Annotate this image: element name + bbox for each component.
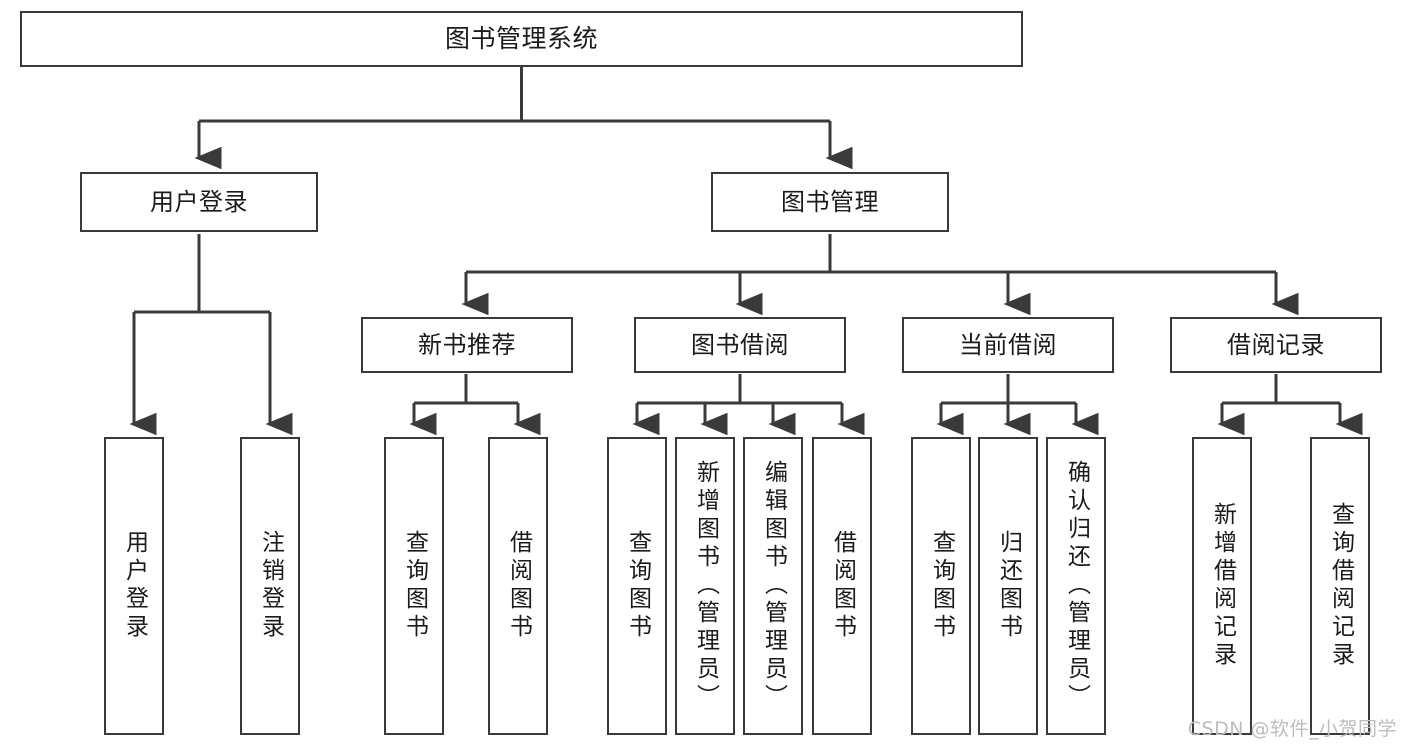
node-leaf-query-book-borrow[interactable]: 查询图书 [607, 437, 667, 735]
node-leaf-query-book-recommend[interactable]: 查询图书 [384, 437, 444, 735]
node-label: 确认归还（管理员） [1063, 460, 1090, 712]
node-label: 图书管理 [781, 188, 879, 216]
node-label: 借阅图书 [505, 530, 532, 642]
node-label: 借阅图书 [829, 530, 856, 642]
node-leaf-user-login[interactable]: 用户登录 [104, 437, 164, 735]
node-current-borrow[interactable]: 当前借阅 [902, 317, 1114, 373]
node-label: 图书借阅 [691, 331, 789, 359]
node-user-login[interactable]: 用户登录 [80, 172, 318, 232]
node-leaf-query-book-current[interactable]: 查询图书 [911, 437, 971, 735]
node-label: 当前借阅 [959, 331, 1057, 359]
node-leaf-borrow-book-recommend[interactable]: 借阅图书 [488, 437, 548, 735]
node-label: 归还图书 [995, 530, 1022, 642]
node-label: 新增借阅记录 [1209, 502, 1236, 670]
node-label: 编辑图书（管理员） [760, 460, 787, 712]
node-book-management[interactable]: 图书管理 [711, 172, 949, 232]
node-label: 查询图书 [401, 530, 428, 642]
node-leaf-borrow-book[interactable]: 借阅图书 [812, 437, 872, 735]
node-leaf-confirm-return[interactable]: 确认归还（管理员） [1046, 437, 1106, 735]
node-borrow-record[interactable]: 借阅记录 [1170, 317, 1382, 373]
node-label: 新书推荐 [418, 331, 516, 359]
node-label: 图书管理系统 [444, 24, 598, 54]
node-leaf-edit-book[interactable]: 编辑图书（管理员） [743, 437, 803, 735]
node-label: 查询图书 [928, 530, 955, 642]
node-label: 用户登录 [121, 530, 148, 642]
node-new-book-recommend[interactable]: 新书推荐 [361, 317, 573, 373]
node-label: 借阅记录 [1227, 331, 1325, 359]
node-label: 查询图书 [624, 530, 651, 642]
node-leaf-return-book[interactable]: 归还图书 [978, 437, 1038, 735]
node-leaf-logout[interactable]: 注销登录 [240, 437, 300, 735]
node-label: 新增图书（管理员） [692, 460, 719, 712]
node-leaf-query-borrow-record[interactable]: 查询借阅记录 [1310, 437, 1370, 735]
node-leaf-add-book[interactable]: 新增图书（管理员） [675, 437, 735, 735]
node-label: 查询借阅记录 [1327, 502, 1354, 670]
node-book-borrow[interactable]: 图书借阅 [634, 317, 846, 373]
node-label: 用户登录 [150, 188, 248, 216]
node-root-book-management-system[interactable]: 图书管理系统 [20, 11, 1023, 67]
node-leaf-add-borrow-record[interactable]: 新增借阅记录 [1192, 437, 1252, 735]
node-label: 注销登录 [257, 530, 284, 642]
csdn-watermark: CSDN @软件_小贺同学 [1187, 718, 1397, 740]
